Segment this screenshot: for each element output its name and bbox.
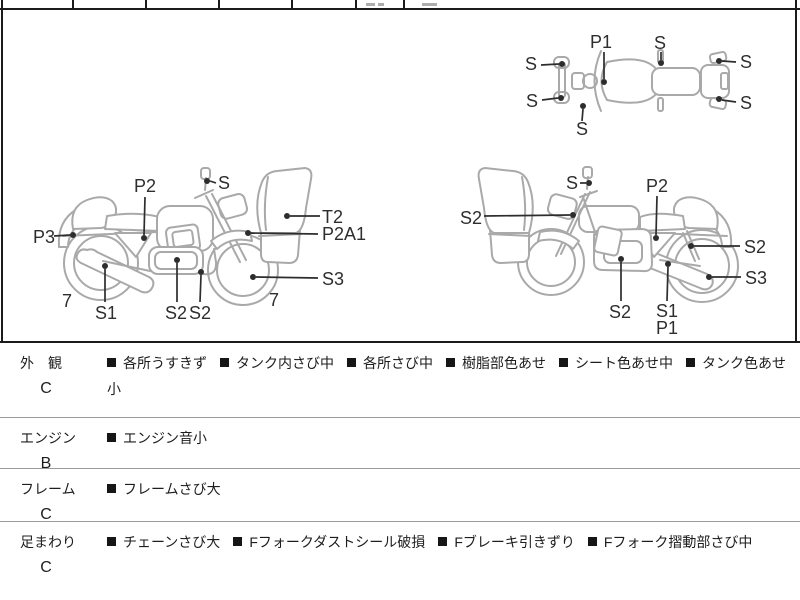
tire-mark-rear: 7 xyxy=(62,291,72,311)
marker-label-p3: P3 xyxy=(33,227,55,247)
condition-item: タンク色あせ小 xyxy=(107,355,786,397)
marker-label-s: S xyxy=(740,93,752,113)
cutoff-text-remnant xyxy=(366,3,375,6)
condition-text: チェーンさび大 xyxy=(123,534,221,550)
condition-item: タンク内さび中 xyxy=(220,355,334,371)
marker-label-s1: S1 xyxy=(95,303,117,323)
condition-item: チェーンさび大 xyxy=(107,534,220,550)
marker-label-s2: S2 xyxy=(165,303,187,323)
marker-label-s: S xyxy=(654,33,666,53)
marker-label-p2: P2 xyxy=(646,176,668,196)
condition-items: エンジン音小 xyxy=(107,418,797,468)
row-label: 外 観 C xyxy=(0,343,107,417)
row-label: フレーム C xyxy=(0,469,107,523)
page-border-right xyxy=(795,0,797,600)
condition-item: フレームさび大 xyxy=(107,481,221,497)
left-side-diagram: P2 S T2 P2A1 S3 P3 S1 S2 S2 7 7 xyxy=(33,167,366,323)
section-label: フレーム xyxy=(20,481,76,497)
marker-label-p1: P1 xyxy=(590,32,612,52)
marker-label-s: S xyxy=(566,173,578,193)
row-label: エンジン B xyxy=(0,418,107,472)
condition-text: エンジン音小 xyxy=(123,430,207,446)
condition-text: Fフォーク摺動部さび中 xyxy=(603,534,753,550)
column-divider xyxy=(145,0,147,8)
condition-text: Fフォークダストシール破損 xyxy=(249,534,426,550)
section-label: 足まわり xyxy=(20,534,76,550)
marker-label-p2: P2 xyxy=(134,176,156,196)
table-row: エンジン B エンジン音小 xyxy=(0,417,800,472)
bullet-square-icon xyxy=(220,358,229,367)
bullet-square-icon xyxy=(559,358,568,367)
bullet-square-icon xyxy=(587,537,597,546)
right-side-diagram: S P2 S2 S2 S3 S2 S1 P1 xyxy=(460,166,767,338)
condition-item: 各所うすきず xyxy=(107,355,207,371)
marker-label-t2: T2 xyxy=(322,207,343,227)
table-row: 外 観 C 各所うすきず タンク内さび中 各所さび中 樹脂部色あせ シート色あせ中タンク… xyxy=(0,341,800,417)
condition-text: フレームさび大 xyxy=(123,481,221,497)
top-view-diagram: S S P1 S S S S xyxy=(525,32,752,139)
condition-text: 各所さび中 xyxy=(363,355,433,371)
column-divider xyxy=(403,0,405,8)
grade-value: C xyxy=(40,506,52,523)
marker-label-s: S xyxy=(218,173,230,193)
marker-label-s2: S2 xyxy=(609,302,631,322)
bullet-square-icon xyxy=(438,537,448,546)
bullet-square-icon xyxy=(347,358,356,367)
tire-mark-front: 7 xyxy=(269,290,279,310)
marker-label-s: S xyxy=(740,52,752,72)
marker-label-s2: S2 xyxy=(744,237,766,257)
condition-items: フレームさび大 xyxy=(107,469,797,521)
condition-text: Fブレーキ引きずり xyxy=(454,534,575,550)
condition-items: 各所うすきず タンク内さび中 各所さび中 樹脂部色あせ シート色あせ中タンク色あせ小 xyxy=(107,343,797,417)
condition-text: タンク色あせ小 xyxy=(107,355,786,397)
marker-label-s2: S2 xyxy=(189,303,211,323)
condition-item: Fブレーキ引きずり xyxy=(438,534,575,550)
section-label: 外 観 xyxy=(20,355,62,371)
page-border-left xyxy=(1,0,3,592)
condition-item: Fフォーク摺動部さび中 xyxy=(587,534,753,550)
bullet-square-icon xyxy=(107,358,116,367)
condition-text: 各所うすきず xyxy=(123,355,207,371)
grade-value: C xyxy=(40,559,52,576)
cutoff-text-remnant xyxy=(378,3,384,6)
column-divider xyxy=(218,0,220,8)
bullet-square-icon xyxy=(107,484,116,493)
condition-items: チェーンさび大 Fフォークダストシール破損 Fブレーキ引きずり Fフォーク摺動部さび中 xyxy=(107,522,797,600)
condition-item: Fフォークダストシール破損 xyxy=(233,534,425,550)
condition-table: 外 観 C 各所うすきず タンク内さび中 各所さび中 樹脂部色あせ シート色あせ中タンク… xyxy=(0,341,800,600)
condition-item: エンジン音小 xyxy=(107,430,207,446)
marker-label-p2a1: P2A1 xyxy=(322,224,366,244)
table-row: 足まわり C チェーンさび大 Fフォークダストシール破損 Fブレーキ引きずり Fフォー… xyxy=(0,521,800,600)
marker-label-s: S xyxy=(525,54,537,74)
marker-label-s3: S3 xyxy=(322,269,344,289)
column-divider xyxy=(291,0,293,8)
section-label: エンジン xyxy=(20,430,76,446)
bullet-square-icon xyxy=(446,358,455,367)
condition-text: タンク内さび中 xyxy=(236,355,334,371)
marker-label-s2: S2 xyxy=(460,208,482,228)
cutoff-text-remnant xyxy=(422,3,437,6)
condition-text: シート色あせ中 xyxy=(575,355,673,371)
column-divider xyxy=(72,0,74,8)
bullet-square-icon xyxy=(107,537,116,546)
marker-label-s3: S3 xyxy=(745,268,767,288)
condition-item: シート色あせ中 xyxy=(559,355,673,371)
bullet-square-icon xyxy=(686,358,695,367)
marker-label-p1: P1 xyxy=(656,318,678,338)
grade-value: C xyxy=(40,380,52,397)
marker-label-s: S xyxy=(576,119,588,139)
condition-item: 各所さび中 xyxy=(347,355,433,371)
table-row: フレーム C フレームさび大 xyxy=(0,468,800,523)
grade-value: B xyxy=(40,455,52,472)
marker-label-s1: S1 xyxy=(656,301,678,321)
column-divider xyxy=(355,0,357,8)
bullet-square-icon xyxy=(233,537,243,546)
condition-text: 樹脂部色あせ xyxy=(462,355,546,371)
marker-label-s: S xyxy=(526,91,538,111)
row-label: 足まわり C xyxy=(0,522,107,600)
condition-item: 樹脂部色あせ xyxy=(446,355,546,371)
bullet-square-icon xyxy=(107,433,116,442)
